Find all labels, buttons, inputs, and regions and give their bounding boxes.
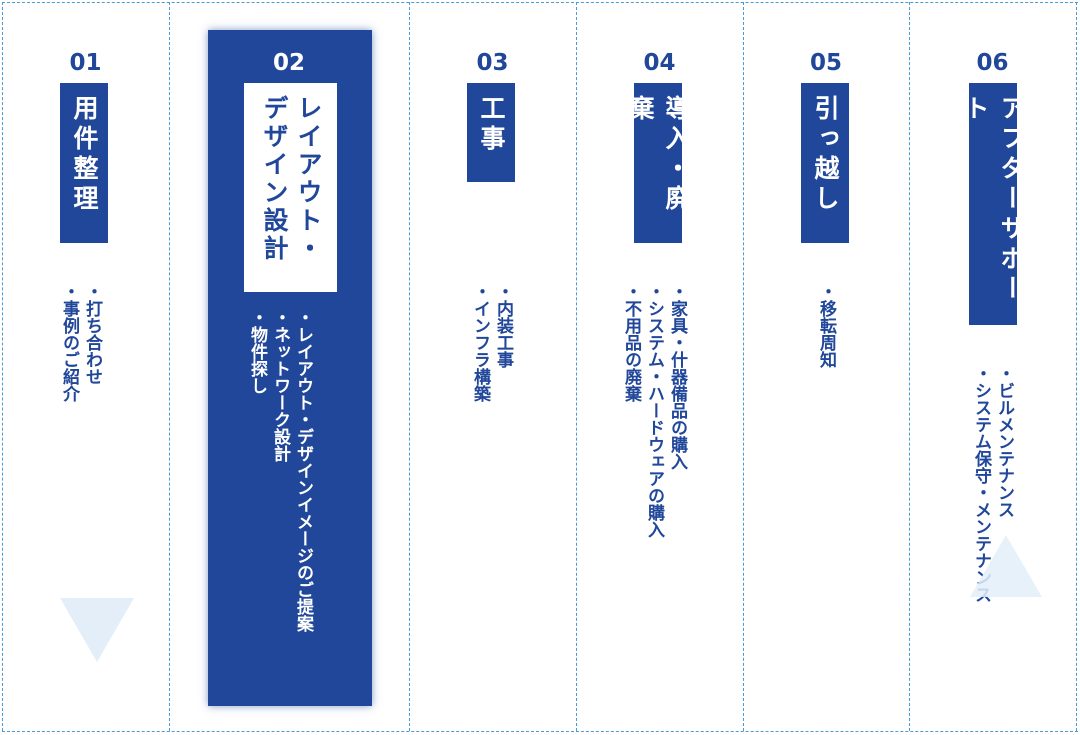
column-divider: [743, 2, 744, 731]
column-divider: [1076, 2, 1077, 731]
step-title: 導入・廃棄: [626, 83, 691, 243]
step-01: 01 用件整理 ・打ち合わせ ・事例のご紹介: [2, 0, 169, 735]
step-number: 02: [272, 50, 305, 76]
step-02: 02: [169, 0, 409, 735]
list-item: ・システム保守・メンテナンス: [971, 365, 991, 603]
step-title-line: レイアウト・: [294, 95, 323, 263]
step-04: 04 導入・廃棄 ・家具・什器備品の購入 ・システム・ハードウェアの購入 ・不用…: [576, 0, 743, 735]
step-number: 03: [476, 50, 509, 76]
column-divider: [576, 2, 577, 731]
list-item: ・事例のご紹介: [59, 283, 79, 402]
step-03: 03 工事 ・内装工事 ・インフラ構築: [409, 0, 576, 735]
step-title: 用件整理: [60, 83, 108, 243]
step-items: ・打ち合わせ ・事例のご紹介: [57, 283, 103, 402]
list-item: ・インフラ構築: [470, 283, 490, 402]
step-items: ・レイアウト・デザインイメージのご提案 ・ネットワーク設計 ・物件探し: [245, 309, 314, 632]
triangle-down-icon: [60, 598, 134, 662]
step-number: 01: [69, 50, 102, 76]
column-divider: [409, 2, 410, 731]
step-items: ・家具・什器備品の購入 ・システム・ハードウェアの購入 ・不用品の廃棄: [619, 283, 688, 538]
frame-bottom-border: [2, 731, 1078, 732]
step-items: ・移転周知: [814, 283, 837, 368]
step-title: 引っ越し: [801, 83, 849, 243]
step-05: 05 引っ越し ・移転周知: [743, 0, 909, 735]
step-number: 06: [976, 50, 1009, 76]
list-item: ・内装工事: [493, 283, 513, 368]
step-title: 工事: [467, 83, 515, 182]
list-item: ・物件探し: [247, 309, 267, 394]
column-divider: [909, 2, 910, 731]
step-title: レイアウト・ デザイン設計: [244, 83, 337, 292]
step-items: ・内装工事 ・インフラ構築: [468, 283, 514, 402]
step-06: 06 アフターサポート ・ビルメンテナンス ・システム保守・メンテナンス: [909, 0, 1076, 735]
step-title: アフターサポート: [961, 83, 1026, 325]
list-item: ・レイアウト・デザインイメージのご提案: [293, 309, 313, 632]
list-item: ・家具・什器備品の購入: [667, 283, 687, 470]
list-item: ・不用品の廃棄: [621, 283, 641, 402]
list-item: ・ビルメンテナンス: [994, 365, 1014, 518]
list-item: ・打ち合わせ: [82, 283, 102, 385]
step-items: ・ビルメンテナンス ・システム保守・メンテナンス: [969, 365, 1015, 603]
list-item: ・システム・ハードウェアの購入: [644, 283, 664, 538]
step-number: 05: [809, 50, 842, 76]
step-number: 04: [643, 50, 676, 76]
column-divider: [169, 2, 170, 731]
column-divider: [2, 2, 3, 731]
list-item: ・ネットワーク設計: [270, 309, 290, 462]
list-item: ・移転周知: [816, 283, 836, 368]
step-title-line: デザイン設計: [260, 95, 289, 263]
frame-top-border: [2, 2, 1078, 3]
triangle-up-icon: [970, 535, 1042, 597]
